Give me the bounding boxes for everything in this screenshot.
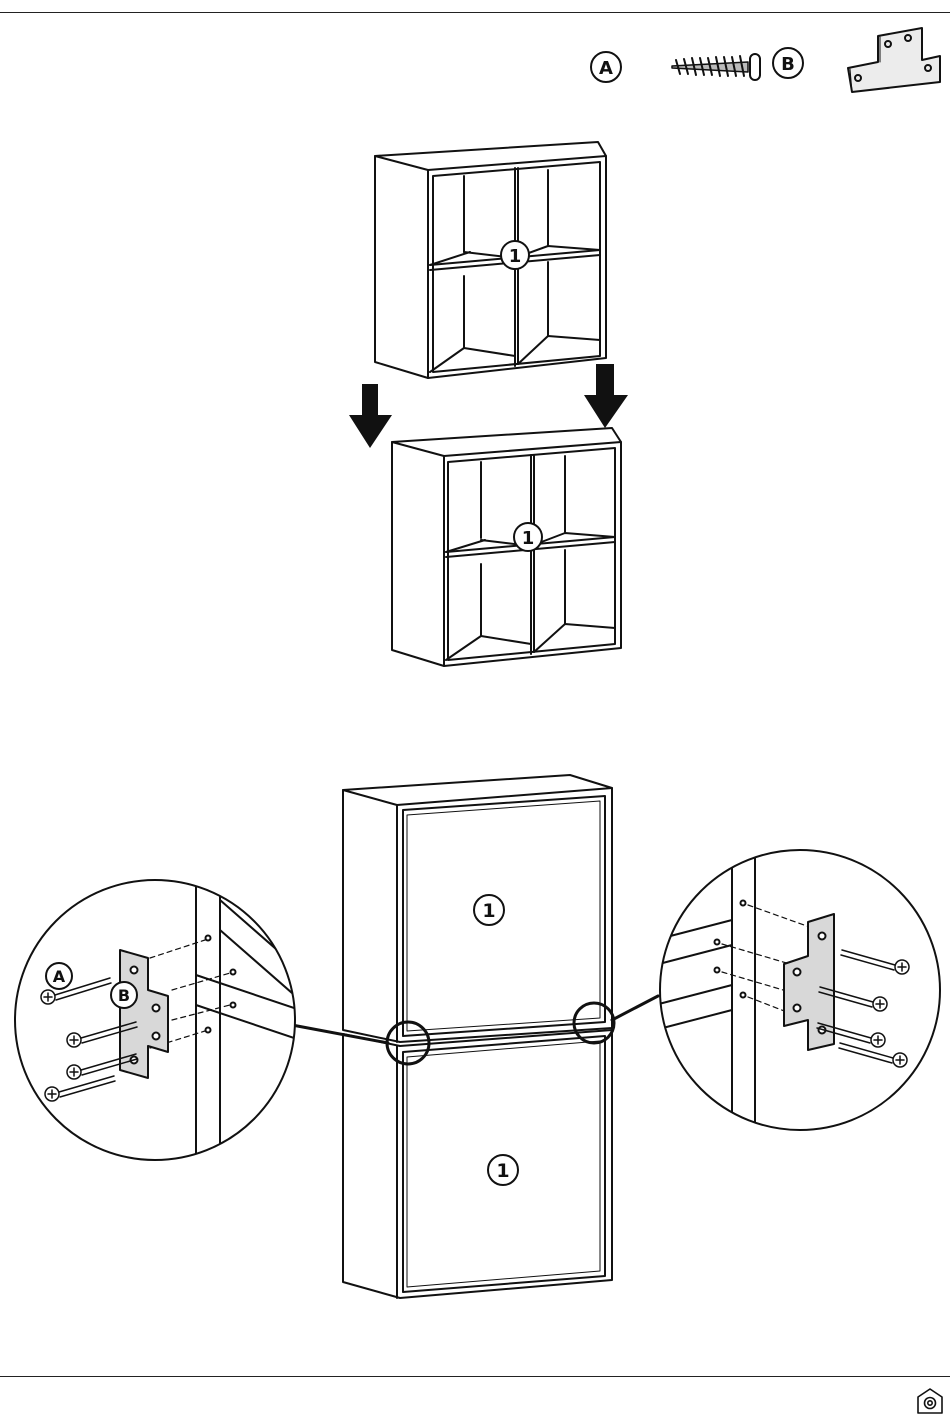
upper-cabinet-label: 1 — [509, 246, 522, 267]
right-detail-view — [655, 850, 940, 1130]
part-a-label: A — [599, 58, 613, 79]
part-a-callout: A — [591, 52, 621, 82]
part-b-label: B — [781, 54, 795, 75]
house-logo-icon — [915, 1386, 945, 1416]
stacked-top-number: 1 — [474, 895, 504, 925]
upper-cabinet-number: 1 — [501, 241, 529, 269]
lower-cabinet-label: 1 — [522, 528, 535, 549]
screw-icon — [672, 54, 760, 80]
bracket-icon — [848, 28, 940, 92]
stacked-cabinets: 1 1 — [292, 775, 658, 1298]
stacked-bottom-label: 1 — [496, 1160, 509, 1182]
detail-a-label: A — [53, 967, 66, 986]
down-arrow-icon — [584, 364, 628, 428]
detail-a-callout: A — [46, 963, 72, 989]
lower-cabinet-number: 1 — [514, 523, 542, 551]
part-b-callout: B — [773, 48, 803, 78]
down-arrow-icon — [349, 384, 392, 448]
detail-b-callout: B — [111, 982, 137, 1008]
stacked-bottom-number: 1 — [488, 1155, 518, 1185]
upper-cabinet: 1 — [375, 142, 606, 378]
leader-line-right — [612, 996, 658, 1020]
lower-cabinet: 1 — [392, 428, 621, 666]
stacked-top-label: 1 — [482, 900, 495, 922]
parts-legend: A B — [591, 28, 940, 92]
left-detail-view: A B — [15, 880, 300, 1160]
detail-b-label: B — [118, 986, 130, 1005]
